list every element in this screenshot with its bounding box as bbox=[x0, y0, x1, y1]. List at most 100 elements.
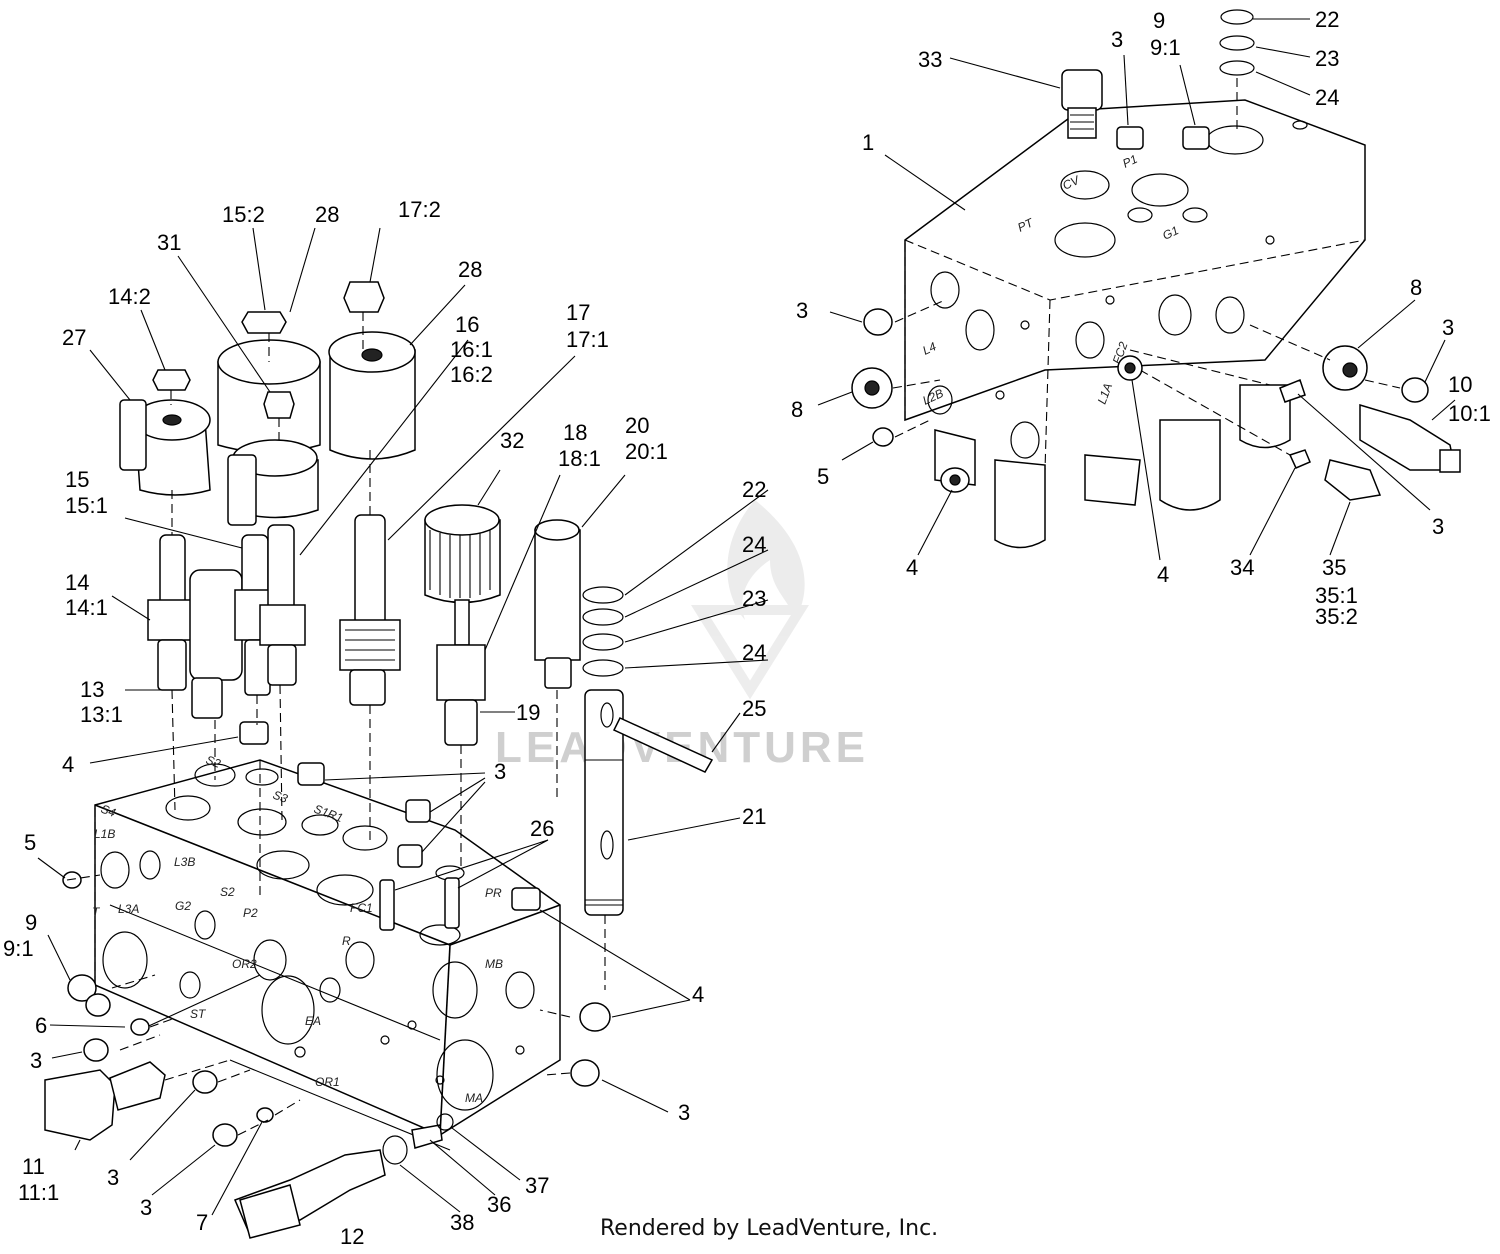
callout-15-2: 15:2 bbox=[222, 202, 265, 227]
callout-9: 9 bbox=[25, 910, 37, 935]
callout-14-1: 14:1 bbox=[65, 595, 108, 620]
callout-35-1: 35:1 bbox=[1315, 583, 1358, 608]
callout-23: 23 bbox=[1315, 46, 1339, 71]
callout-3: 3 bbox=[107, 1165, 119, 1190]
port-label-g1: G1 bbox=[1160, 223, 1180, 242]
callout-18-1: 18:1 bbox=[558, 446, 601, 471]
callout-3: 3 bbox=[796, 298, 808, 323]
callout-16: 16 bbox=[455, 312, 479, 337]
callout-17: 17 bbox=[566, 300, 590, 325]
callout-22: 22 bbox=[1315, 7, 1339, 32]
port-label-r: R bbox=[342, 934, 351, 948]
port-label-pr: PR bbox=[485, 886, 502, 900]
port-label-st: ST bbox=[190, 1007, 207, 1021]
port-label-s4: S4 bbox=[99, 802, 118, 820]
callout-36: 36 bbox=[487, 1192, 511, 1217]
callout-11-1: 11:1 bbox=[18, 1180, 59, 1205]
port-label-ea: EA bbox=[305, 1014, 321, 1028]
callout-27: 27 bbox=[62, 325, 86, 350]
port-label-l3b: L3B bbox=[174, 855, 195, 869]
callout-38: 38 bbox=[450, 1210, 474, 1235]
callout-12: 12 bbox=[340, 1224, 364, 1249]
callout-15: 15 bbox=[65, 467, 89, 492]
callout-10: 10 bbox=[1448, 372, 1472, 397]
callout-21: 21 bbox=[742, 804, 766, 829]
port-label-t: T bbox=[92, 905, 101, 919]
port-label-or2: OR2 bbox=[232, 957, 257, 971]
port-label-l4: L4 bbox=[920, 339, 938, 357]
callout-24: 24 bbox=[742, 640, 766, 665]
callout-3: 3 bbox=[1442, 315, 1454, 340]
credit-text: Rendered by LeadVenture, Inc. bbox=[600, 1216, 939, 1241]
left-manifold-assembly: S4 S2 S3 S1R1 L1B L3B S2 P2 T L3A G2 OR2… bbox=[37, 227, 769, 1239]
callout-8: 8 bbox=[791, 397, 803, 422]
callout-25: 25 bbox=[742, 696, 766, 721]
port-label-p2: P2 bbox=[243, 906, 258, 920]
callout-23: 23 bbox=[742, 586, 766, 611]
callout-7: 7 bbox=[196, 1210, 208, 1235]
callout-18: 18 bbox=[563, 420, 587, 445]
callout-16-1: 16:1 bbox=[450, 337, 493, 362]
callout-31: 31 bbox=[157, 230, 181, 255]
port-label-l1a: L1A bbox=[1095, 381, 1115, 406]
callout-13: 13 bbox=[80, 677, 104, 702]
callout-15-1: 15:1 bbox=[65, 493, 108, 518]
port-label-fc1: FC1 bbox=[350, 901, 373, 915]
port-label-s2b: S2 bbox=[220, 885, 235, 899]
callout-34: 34 bbox=[1230, 555, 1254, 580]
callout-4: 4 bbox=[1157, 562, 1169, 587]
callout-20: 20 bbox=[625, 413, 649, 438]
callout-17-2: 17:2 bbox=[398, 197, 441, 222]
callout-4: 4 bbox=[692, 982, 704, 1007]
port-label-p1: P1 bbox=[1120, 152, 1139, 171]
callout-37: 37 bbox=[525, 1173, 549, 1198]
port-label-l1b: L1B bbox=[94, 827, 115, 841]
callout-16-2: 16:2 bbox=[450, 362, 493, 387]
callout-3: 3 bbox=[494, 759, 506, 784]
callout-11: 11 bbox=[22, 1154, 45, 1179]
callout-22: 22 bbox=[742, 477, 766, 502]
callout-4: 4 bbox=[62, 752, 74, 777]
port-label-g2: G2 bbox=[175, 899, 191, 913]
callout-33: 33 bbox=[918, 47, 942, 72]
callout-35: 35 bbox=[1322, 555, 1346, 580]
port-label-mb: MB bbox=[485, 957, 503, 971]
callout-3: 3 bbox=[30, 1048, 42, 1073]
callout-3: 3 bbox=[1432, 514, 1444, 539]
callout-26: 26 bbox=[530, 816, 554, 841]
port-label-ma: MA bbox=[465, 1091, 483, 1105]
callout-32: 32 bbox=[500, 428, 524, 453]
callout-5: 5 bbox=[24, 830, 36, 855]
callout-28: 28 bbox=[458, 257, 482, 282]
callout-14: 14 bbox=[65, 570, 89, 595]
callout-24: 24 bbox=[742, 532, 766, 557]
callout-10-1: 10:1 bbox=[1448, 401, 1491, 426]
callout-5: 5 bbox=[817, 464, 829, 489]
left-manifold-block bbox=[94, 759, 561, 1136]
callout-14-2: 14:2 bbox=[108, 284, 151, 309]
callout-17-1: 17:1 bbox=[566, 327, 609, 352]
callout-3: 3 bbox=[1111, 27, 1123, 52]
callout-3: 3 bbox=[140, 1195, 152, 1220]
callout-6: 6 bbox=[35, 1013, 47, 1038]
port-label-cv: CV bbox=[1060, 173, 1082, 193]
port-label-s3: S3 bbox=[271, 788, 290, 806]
right-manifold-assembly: PT CV P1 G1 L4 L2B L1A FC2 bbox=[817, 9, 1461, 561]
port-label-l3a: L3A bbox=[118, 902, 139, 916]
callout-9-1: 9:1 bbox=[3, 936, 34, 961]
callout-4: 4 bbox=[906, 555, 918, 580]
callout-19: 19 bbox=[516, 700, 540, 725]
callout-3: 3 bbox=[678, 1100, 690, 1125]
callout-1: 1 bbox=[862, 130, 874, 155]
port-label-s2: S2 bbox=[204, 753, 223, 771]
callout-9-1: 9:1 bbox=[1150, 35, 1181, 60]
callout-9: 9 bbox=[1153, 8, 1165, 33]
callout-20-1: 20:1 bbox=[625, 439, 668, 464]
callout-28: 28 bbox=[315, 202, 339, 227]
callout-13-1: 13:1 bbox=[80, 702, 123, 727]
callout-8: 8 bbox=[1410, 275, 1422, 300]
callout-labels: 33 3 9 9:1 22 23 24 1 3 8 3 8 10 10:1 5 … bbox=[3, 7, 1491, 1249]
callout-35-2: 35:2 bbox=[1315, 604, 1358, 629]
